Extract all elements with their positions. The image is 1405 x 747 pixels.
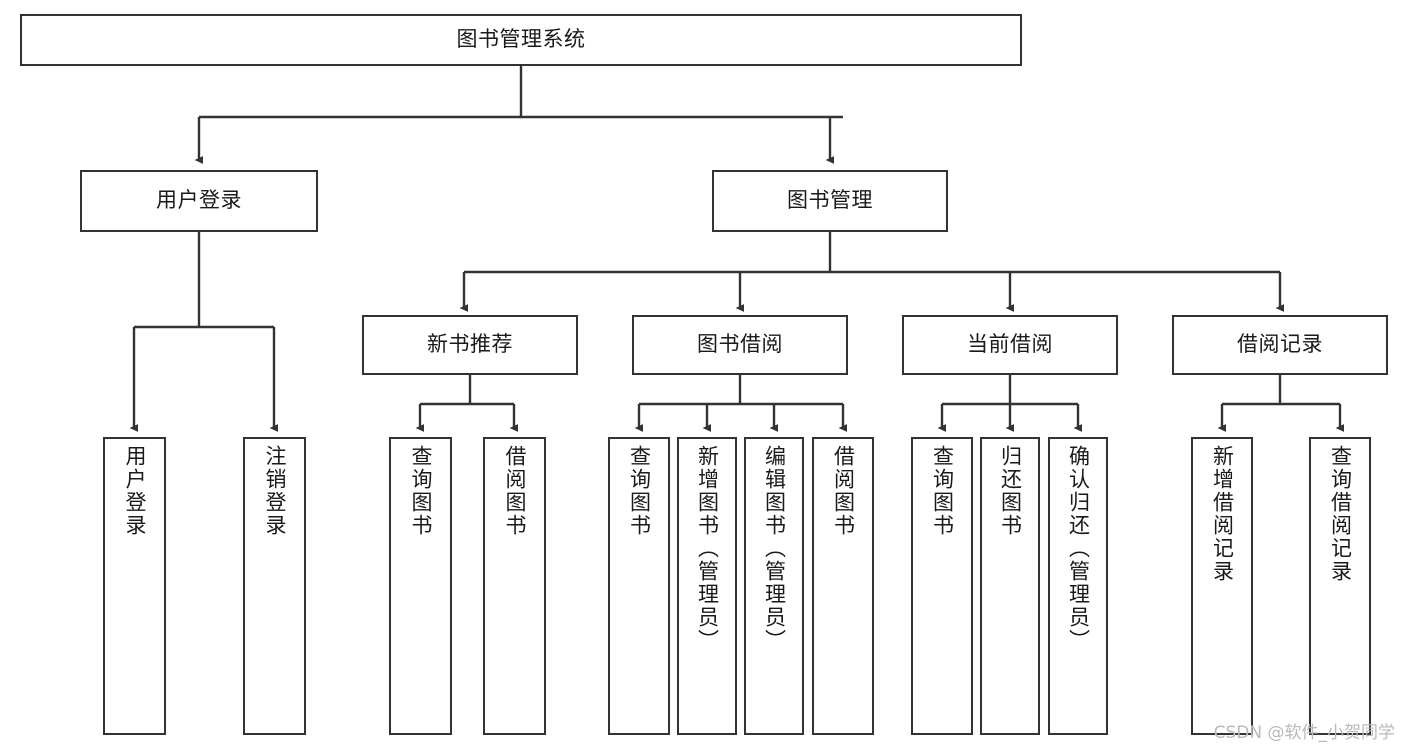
edge-newbook-to-leaves [415,375,519,432]
leaf-confirm-return-admin[interactable]: 确认归还（管理员） [1048,437,1108,735]
leaf-query-books-current-label: 查询图书 [930,445,954,537]
node-user-login[interactable]: 用户登录 [80,170,318,232]
leaf-query-borrow-record[interactable]: 查询借阅记录 [1309,437,1371,735]
node-book-management-label: 图书管理 [787,188,873,212]
csdn-watermark: CSDN @软件_小贺同学 [1213,723,1395,743]
leaf-add-borrow-record[interactable]: 新增借阅记录 [1191,437,1253,735]
edge-current-to-leaves [937,375,1083,432]
node-new-book-recommend-label: 新书推荐 [427,332,513,356]
node-book-borrow[interactable]: 图书借阅 [632,315,848,375]
node-user-login-label: 用户登录 [156,188,242,212]
node-book-management[interactable]: 图书管理 [712,170,948,232]
leaf-return-books[interactable]: 归还图书 [980,437,1040,735]
node-root-label: 图书管理系统 [456,27,586,51]
edge-root-to-level2 [194,66,843,164]
node-current-borrow-label: 当前借阅 [967,332,1053,356]
leaf-confirm-return-admin-label: 确认归还（管理员） [1066,445,1090,652]
leaf-borrow-books[interactable]: 借阅图书 [812,437,874,735]
edge-borrow-to-leaves [634,375,848,432]
leaf-user-login-label: 用户登录 [123,445,146,537]
node-borrow-records[interactable]: 借阅记录 [1172,315,1388,375]
node-book-borrow-label: 图书借阅 [697,332,783,356]
leaf-add-book-admin[interactable]: 新增图书（管理员） [677,437,737,735]
leaf-edit-book-admin[interactable]: 编辑图书（管理员） [744,437,804,735]
node-current-borrow[interactable]: 当前借阅 [902,315,1118,375]
leaf-user-login[interactable]: 用户登录 [103,437,166,735]
leaf-query-books-borrow[interactable]: 查询图书 [608,437,670,735]
leaf-query-books-current[interactable]: 查询图书 [911,437,973,735]
edge-records-to-leaves [1217,375,1345,432]
leaf-query-books-newbook-label: 查询图书 [409,445,432,537]
leaf-borrow-books-label: 借阅图书 [831,445,855,537]
leaf-return-books-label: 归还图书 [998,445,1022,537]
leaf-add-book-admin-label: 新增图书（管理员） [695,445,719,652]
leaf-borrow-books-newbook-label: 借阅图书 [503,445,526,537]
edge-login-to-leaves [129,232,279,432]
node-new-book-recommend[interactable]: 新书推荐 [362,315,578,375]
leaf-query-books-newbook[interactable]: 查询图书 [389,437,452,735]
leaf-query-books-borrow-label: 查询图书 [627,445,651,537]
leaf-borrow-books-newbook[interactable]: 借阅图书 [483,437,546,735]
leaf-logout[interactable]: 注销登录 [243,437,306,735]
leaf-query-borrow-record-label: 查询借阅记录 [1328,445,1352,583]
leaf-add-borrow-record-label: 新增借阅记录 [1210,445,1234,583]
node-borrow-records-label: 借阅记录 [1237,332,1323,356]
edge-bookmgmt-to-level3 [459,232,1285,312]
leaf-edit-book-admin-label: 编辑图书（管理员） [762,445,786,652]
node-root[interactable]: 图书管理系统 [20,14,1022,66]
leaf-logout-label: 注销登录 [263,445,286,537]
